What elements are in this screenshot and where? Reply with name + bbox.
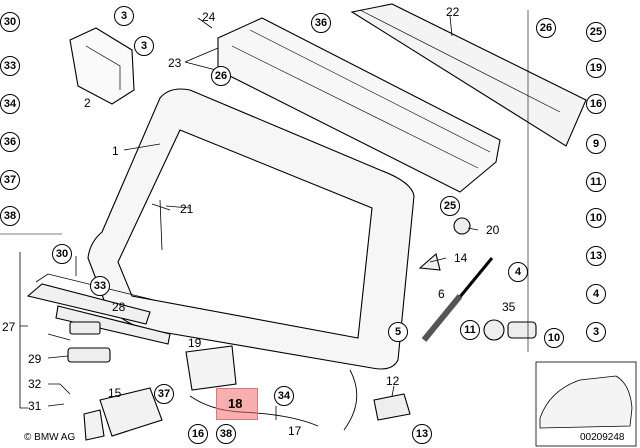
part-callout[interactable]: 4 bbox=[508, 262, 528, 282]
part-label[interactable]: 19 bbox=[188, 336, 202, 350]
part-label[interactable]: 23 bbox=[168, 56, 182, 70]
diagram-id: 00209248 bbox=[580, 432, 625, 443]
part-callout[interactable]: 26 bbox=[211, 66, 231, 86]
part-label[interactable]: 1 bbox=[112, 144, 119, 158]
part-label[interactable]: 35 bbox=[502, 300, 516, 314]
part-callout[interactable]: 36 bbox=[311, 13, 331, 33]
part-callout[interactable]: 16 bbox=[586, 94, 606, 114]
part-callout[interactable]: 9 bbox=[586, 134, 606, 154]
part-callout[interactable]: 5 bbox=[388, 322, 408, 342]
part-callout[interactable]: 37 bbox=[154, 384, 174, 404]
part-label-highlighted[interactable]: 18 bbox=[228, 396, 243, 411]
part-callout[interactable]: 10 bbox=[586, 208, 606, 228]
part-callout[interactable]: 30 bbox=[0, 12, 20, 32]
part-label[interactable]: 17 bbox=[288, 424, 302, 438]
part-callout[interactable]: 13 bbox=[412, 424, 432, 444]
part-callout[interactable]: 11 bbox=[460, 320, 480, 340]
part-callout[interactable]: 10 bbox=[544, 328, 564, 348]
part-callout[interactable]: 36 bbox=[0, 132, 20, 152]
part-callout[interactable]: 19 bbox=[586, 58, 606, 78]
part-label[interactable]: 28 bbox=[112, 300, 126, 314]
part-label[interactable]: 15 bbox=[108, 386, 122, 400]
part-callout[interactable]: 37 bbox=[0, 170, 20, 190]
part-label[interactable]: 29 bbox=[28, 352, 42, 366]
part-callout[interactable]: 3 bbox=[134, 36, 154, 56]
part-callout[interactable]: 4 bbox=[586, 284, 606, 304]
copyright-text: © BMW AG bbox=[24, 432, 76, 443]
part-label[interactable]: 20 bbox=[486, 223, 500, 237]
part-callout[interactable]: 33 bbox=[90, 276, 110, 296]
part-label[interactable]: 6 bbox=[438, 287, 445, 301]
part-callout[interactable]: 25 bbox=[586, 22, 606, 42]
part-callout[interactable]: 34 bbox=[0, 94, 20, 114]
part-label[interactable]: 24 bbox=[202, 10, 216, 24]
part-label[interactable]: 14 bbox=[454, 251, 468, 265]
part-callout[interactable]: 33 bbox=[0, 56, 20, 76]
hinge-shape bbox=[69, 27, 135, 105]
part-label[interactable]: 2 bbox=[84, 96, 91, 110]
part-callout[interactable]: 38 bbox=[216, 424, 236, 444]
window-opening bbox=[117, 129, 373, 339]
highlight-part-18[interactable] bbox=[216, 388, 258, 420]
part-callout[interactable]: 26 bbox=[536, 18, 556, 38]
part-label[interactable]: 31 bbox=[28, 399, 42, 413]
part-label[interactable]: 12 bbox=[386, 374, 400, 388]
part-callout[interactable]: 16 bbox=[188, 424, 208, 444]
part-label[interactable]: 27 bbox=[2, 320, 16, 334]
part-callout[interactable]: 13 bbox=[586, 246, 606, 266]
part-callout[interactable]: 38 bbox=[0, 206, 20, 226]
part-callout[interactable]: 30 bbox=[52, 244, 72, 264]
part-callout[interactable]: 3 bbox=[586, 322, 606, 342]
part-label[interactable]: 21 bbox=[180, 202, 194, 216]
part-label[interactable]: 32 bbox=[28, 377, 42, 391]
part-callout[interactable]: 25 bbox=[440, 196, 460, 216]
part-callout[interactable]: 34 bbox=[274, 386, 294, 406]
part-label[interactable]: 22 bbox=[446, 5, 460, 19]
part-callout[interactable]: 11 bbox=[586, 172, 606, 192]
part-callout[interactable]: 3 bbox=[114, 6, 134, 26]
